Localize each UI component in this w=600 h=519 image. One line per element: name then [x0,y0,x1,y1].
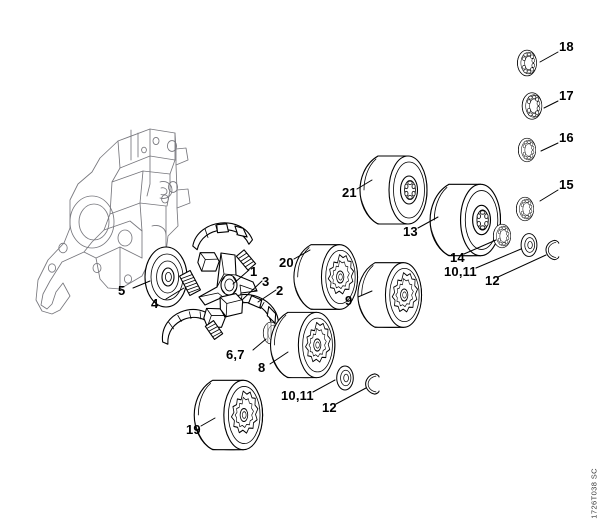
rim-sprocket-9 [357,262,423,329]
clutch-spring [178,269,202,297]
callout-2: 2 [276,283,284,298]
callout-15: 15 [559,177,574,192]
callout-8: 8 [258,360,266,375]
callout-21: 21 [342,185,357,200]
needle-cage-17 [521,92,543,120]
callout-9: 9 [345,293,353,308]
circlip-12-upper [545,239,560,261]
callout-18: 18 [559,39,574,54]
drawing-code: 1726T038 SC [590,468,599,519]
clutch-shoes [161,222,280,345]
callout-10-11-upper: 10,11 [444,264,477,279]
callout-3: 3 [262,274,270,289]
diagram-artwork: .k { fill:none; stroke:#000; stroke-widt… [35,49,560,451]
washer-10-11-lower [336,365,354,391]
leader-lines [132,51,559,427]
callout-17: 17 [559,88,574,103]
callout-12-lower: 12 [322,400,337,415]
spur-sprocket-19 [193,379,264,451]
needle-cage-15 [515,196,535,222]
callout-1: 1 [250,264,258,279]
spur-sprocket-8 [269,311,336,379]
crankcase-housing [35,128,191,315]
callout-6-7: 6,7 [226,347,245,362]
callout-4: 4 [151,296,159,311]
washer-10-11-upper [520,233,538,257]
parts-diagram: .k { fill:none; stroke:#000; stroke-widt… [35,39,599,519]
clutch-drum-13 [429,183,502,257]
clutch-drum-21 [359,155,428,226]
callout-10-11-lower: 10,11 [281,388,314,403]
callout-20: 20 [279,255,294,270]
callout-5: 5 [118,283,126,298]
callout-16: 16 [559,130,574,145]
needle-cage-18 [517,49,537,77]
callout-12-upper: 12 [485,273,500,288]
callout-19: 19 [186,422,201,437]
callout-14: 14 [450,250,465,265]
needle-cage-16 [517,137,537,163]
circlip-12-lower [365,373,380,395]
callout-13: 13 [403,224,418,239]
needle-cage-14 [492,223,512,249]
